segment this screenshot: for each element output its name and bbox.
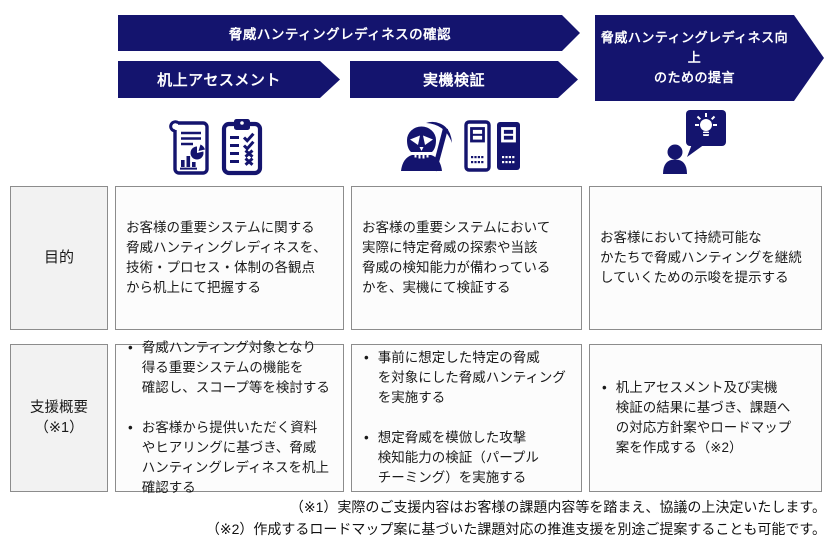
bullet-item: 想定脅威を模倣した攻撃 検知能力の検証（パープル チーミング）を実施する	[364, 428, 566, 488]
recommendation-icons	[662, 110, 728, 179]
row-label-support-overview: 支援概要 （※1）	[10, 344, 108, 492]
footnote-1: （※1）実際のご支援内容はお客様の課題内容等を踏まえ、協議の上決定いたします。	[289, 499, 826, 515]
bullet-list: 脅威ハンティング対象となり 得る重要システムの機能を 確認し、スコープ等を検討す…	[126, 318, 330, 518]
bullet-list: 机上アセスメント及び実機 検証の結果に基づき、課題へ の対応方針案やロードマップ…	[600, 358, 792, 478]
process-arrow-top: 脅威ハンティングレディネスの確認	[118, 15, 580, 51]
bullet-list: 事前に想定した特定の脅威 を対象にした脅威ハンティング を実施する 想定脅威を模…	[362, 328, 566, 508]
bullet-item: お客様から提供いただく資料 やヒアリングに基づき、脅威 ハンティングレディネスを…	[128, 418, 330, 498]
bullet-item: 脅威ハンティング対象となり 得る重要システムの機能を 確認し、スコープ等を検討す…	[128, 338, 330, 398]
process-arrow-recommendation: 脅威ハンティングレディネス向上 のための提言	[595, 15, 824, 101]
servers-icon	[464, 120, 522, 177]
footnote-2: （※2）作成するロードマップ案に基づいた課題対応の推進支援を別途ご提案することも…	[205, 520, 826, 537]
support-cell-recommendation: 机上アセスメント及び実機 検証の結果に基づき、課題へ の対応方針案やロードマップ…	[589, 344, 822, 492]
purpose-cell-desk-assessment: お客様の重要システムに関する 脅威ハンティングレディネスを、 技術・プロセス・体…	[115, 186, 344, 330]
support-cell-desk-assessment: 脅威ハンティング対象となり 得る重要システムの機能を 確認し、スコープ等を検討す…	[115, 340, 344, 495]
report-chart-icon	[167, 120, 211, 181]
support-cell-live-verification: 事前に想定した特定の脅威 を対象にした脅威ハンティング を実施する 想定脅威を模…	[351, 344, 582, 492]
process-arrow-live-verification: 実機検証	[350, 61, 578, 98]
threat-skull-scythe-icon	[400, 120, 454, 177]
person-idea-icon	[662, 110, 728, 179]
process-arrow-desk-assessment: 机上アセスメント	[118, 61, 340, 98]
checklist-clipboard-icon	[221, 118, 263, 181]
footnotes: （※1）実際のご支援内容はお客様の課題内容等を踏まえ、協議の上決定いたします。 …	[206, 497, 826, 540]
step1-icons	[167, 118, 263, 181]
purpose-cell-recommendation: お客様において持続可能な かたちで脅威ハンティングを継続 していくための示唆を提…	[589, 186, 822, 330]
row-label-purpose: 目的	[10, 186, 108, 330]
purpose-cell-live-verification: お客様の重要システムにおいて 実際に特定脅威の探索や当該 脅威の検知能力が備わっ…	[351, 186, 582, 330]
bullet-item: 事前に想定した特定の脅威 を対象にした脅威ハンティング を実施する	[364, 348, 566, 408]
bullet-item: 机上アセスメント及び実機 検証の結果に基づき、課題へ の対応方針案やロードマップ…	[602, 378, 792, 458]
step2-icons	[400, 120, 522, 177]
